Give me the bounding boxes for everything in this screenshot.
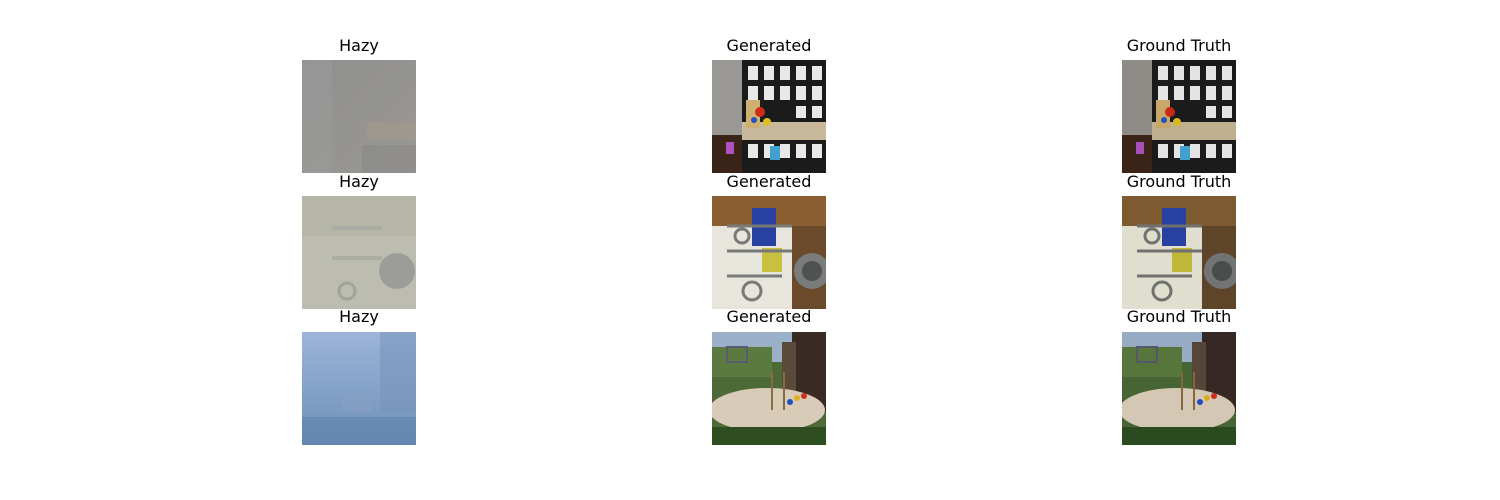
row1-ground-truth-title: Ground Truth: [1126, 36, 1232, 55]
row3-ground-truth-title: Ground Truth: [1126, 307, 1232, 326]
row2-hazy-image: [302, 196, 416, 309]
row2-hazy-title: Hazy: [339, 172, 379, 191]
row1-ground-truth-image: [1122, 60, 1236, 173]
row3-generated-image: [712, 332, 826, 445]
row2-ground-truth-image: [1122, 196, 1236, 309]
row1-generated-image: [712, 60, 826, 173]
row1-generated-title: Generated: [726, 36, 812, 55]
row1-hazy-image: [302, 60, 416, 173]
row3-ground-truth-image: [1122, 332, 1236, 445]
row3-hazy-title: Hazy: [339, 307, 379, 326]
row1-hazy-title: Hazy: [339, 36, 379, 55]
row2-ground-truth-title: Ground Truth: [1126, 172, 1232, 191]
row3-hazy-image: [302, 332, 416, 445]
row2-generated-title: Generated: [726, 172, 812, 191]
row2-generated-image: [712, 196, 826, 309]
row3-generated-title: Generated: [726, 307, 812, 326]
